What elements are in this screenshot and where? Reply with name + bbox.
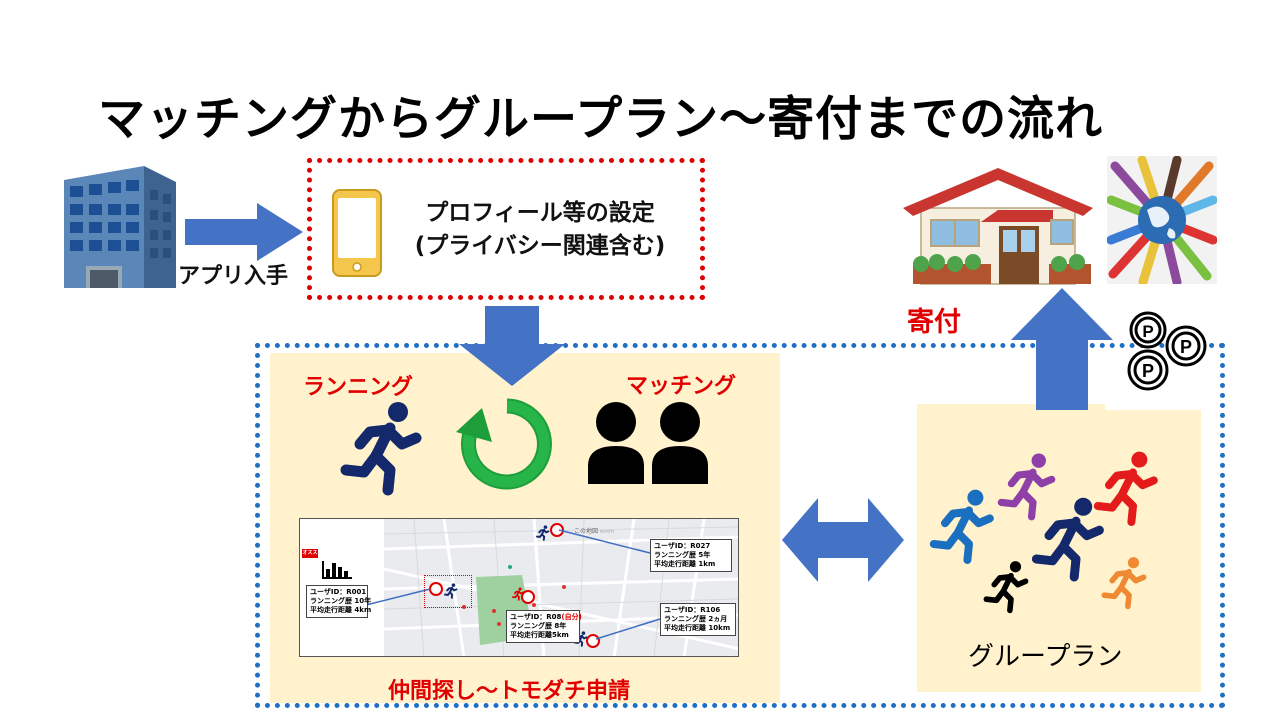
coins-icon: P P P bbox=[1124, 310, 1210, 392]
user-history: ランニング歴 2ヵ月 bbox=[664, 615, 728, 623]
user-card-r106[interactable]: ユーザID：R106 ランニング歴 2ヵ月 平均走行距離 10km bbox=[660, 603, 736, 636]
profile-line-2: (プライバシー関連含む) bbox=[414, 233, 666, 259]
app-flow-box bbox=[255, 343, 1225, 708]
panel-notch bbox=[1105, 404, 1201, 410]
profile-settings-box bbox=[307, 158, 705, 300]
profile-line-1: プロフィール等の設定 bbox=[425, 200, 655, 226]
user-history: ランニング歴 10年 bbox=[310, 597, 372, 605]
user-id: ユーザID：R001 bbox=[310, 588, 367, 596]
page-title: マッチングからグループラン～寄付までの流れ bbox=[98, 92, 1104, 147]
user-distance: 平均走行距離 1km bbox=[654, 560, 716, 568]
app-acquire-label: アプリ入手 bbox=[178, 264, 289, 289]
smartphone-icon bbox=[331, 188, 383, 278]
right-arrow-icon bbox=[185, 203, 305, 261]
coin-symbol: P bbox=[1142, 322, 1153, 341]
runner-icon bbox=[444, 583, 458, 599]
friend-map-panel: オススメ この地図 ○○○○ bbox=[299, 518, 739, 657]
runner-icon bbox=[512, 587, 524, 601]
runner-icon bbox=[340, 400, 426, 496]
user-id: ユーザID：R08(自分) bbox=[510, 613, 582, 622]
map-pins bbox=[462, 565, 566, 626]
coin-symbol: P bbox=[1180, 337, 1192, 357]
refresh-cycle-icon bbox=[452, 392, 562, 492]
self-tag: (自分) bbox=[561, 613, 582, 621]
user-distance: 平均走行距離5km bbox=[510, 631, 569, 639]
user-history: ランニング歴 8年 bbox=[510, 622, 567, 630]
up-arrow-icon bbox=[1011, 288, 1113, 410]
group-runners-icon bbox=[925, 446, 1175, 626]
connector-lines bbox=[365, 529, 661, 640]
hands-globe-icon bbox=[1107, 156, 1217, 284]
user-id: ユーザID：R027 bbox=[654, 542, 711, 550]
profile-settings-text: プロフィール等の設定 (プライバシー関連含む) bbox=[380, 197, 700, 263]
matching-label: マッチング bbox=[626, 374, 737, 399]
recommend-badge: オススメ bbox=[302, 549, 318, 565]
user-id: ユーザID：R106 bbox=[664, 606, 721, 614]
marker-r027 bbox=[550, 523, 564, 537]
selection-highlight bbox=[424, 575, 472, 608]
bar-chart-icon bbox=[320, 559, 354, 579]
user-history: ランニング歴 5年 bbox=[654, 551, 711, 559]
marker-r08 bbox=[521, 590, 535, 604]
donation-label: 寄付 bbox=[907, 307, 961, 338]
running-label: ランニング bbox=[303, 375, 414, 400]
user-card-r08-self[interactable]: ユーザID：R08(自分) ランニング歴 8年 平均走行距離5km bbox=[506, 610, 582, 643]
friend-search-label: 仲間探し～トモダチ申請 bbox=[388, 679, 631, 704]
coin-symbol: P bbox=[1142, 361, 1154, 381]
house-icon bbox=[903, 164, 1093, 288]
user-distance: 平均走行距離 4km bbox=[310, 606, 372, 614]
double-arrow-icon bbox=[782, 498, 904, 582]
people-icon bbox=[586, 400, 712, 484]
group-run-label: グループラン bbox=[968, 642, 1123, 672]
user-card-r001[interactable]: ユーザID：R001 ランニング歴 10年 平均走行距離 4km bbox=[306, 585, 372, 618]
map-title: この地図 ○○○○ bbox=[574, 527, 615, 535]
office-building-icon bbox=[64, 166, 176, 288]
user-id-text: ユーザID：R08 bbox=[510, 613, 562, 621]
marker-r106 bbox=[586, 634, 600, 648]
user-distance: 平均走行距離 10km bbox=[664, 624, 731, 632]
runner-icon bbox=[536, 525, 550, 541]
down-arrow-icon bbox=[459, 306, 565, 386]
user-card-r027[interactable]: ユーザID：R027 ランニング歴 5年 平均走行距離 1km bbox=[650, 539, 732, 572]
